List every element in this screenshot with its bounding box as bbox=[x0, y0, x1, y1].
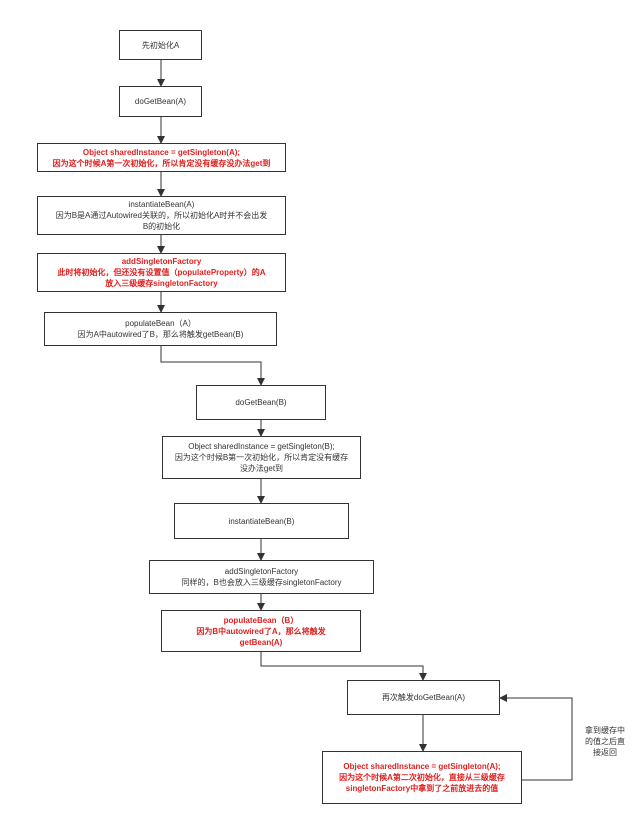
node-populatebean-a-line-1: populateBean（A） bbox=[125, 319, 196, 328]
node-dogetbean-b: doGetBean(B) bbox=[196, 385, 326, 420]
node-dogetbean-a-line-1: doGetBean(A) bbox=[134, 97, 187, 106]
node-populatebean-b: populateBean（B） 因为B中autowired了A，那么将触发 ge… bbox=[161, 610, 361, 652]
node-addsingletonfactory-b: addSingletonFactory 同样的，B也会放入三级缓存singlet… bbox=[149, 560, 374, 594]
node-addsingletonfactory-b-line-1: addSingletonFactory bbox=[224, 567, 299, 576]
node-dogetbean-a: doGetBean(A) bbox=[119, 86, 202, 117]
node-init-a: 先初始化A bbox=[119, 30, 202, 60]
node-getsingleton-a-line-2: 因为这个时候A第一次初始化，所以肯定没有缓存没办法get到 bbox=[52, 158, 271, 168]
node-instantiatebean-b-line-1: instantiateBean(B) bbox=[228, 516, 295, 526]
node-populatebean-b-line-2: 因为B中autowired了A，那么将触发 bbox=[196, 626, 326, 636]
node-addsingletonfactory-a-line-1: addSingletonFactory bbox=[121, 257, 202, 266]
node-getsingleton-b-line-3: 没办法get到 bbox=[239, 464, 284, 473]
node-instantiatebean-b: instantiateBean(B) bbox=[174, 503, 349, 539]
arrow-11-12 bbox=[260, 652, 427, 681]
node-instantiatebean-a-line-1: instantiateBean(A) bbox=[128, 200, 195, 209]
node-addsingletonfactory-a-line-2: 此时将初始化，但还没有设置值（populateProperty）的A bbox=[57, 268, 266, 277]
node-getsingleton-b-line-1: Object sharedInstance = getSingleton(B); bbox=[188, 442, 335, 451]
node-addsingletonfactory-a: addSingletonFactory 此时将初始化，但还没有设置值（popul… bbox=[37, 253, 286, 292]
node-getsingleton-b-line-2: 因为这个时候B第一次初始化，所以肯定没有缓存 bbox=[174, 453, 349, 462]
node-populatebean-a-line-2: 因为A中autowired了B，那么将触发getBean(B) bbox=[77, 330, 244, 339]
node-populatebean-b-line-1: populateBean（B） bbox=[223, 615, 299, 625]
node-populatebean-a: populateBean（A） 因为A中autowired了B，那么将触发get… bbox=[44, 312, 277, 346]
node-instantiatebean-a-line-3: B的初始化 bbox=[142, 222, 181, 231]
node-instantiatebean-a: instantiateBean(A) 因为B是A通过Autowired关联的，所… bbox=[37, 196, 286, 235]
return-note-line-2: 的值之后直 bbox=[585, 737, 625, 746]
node-getsingleton-a-again-line-3: singletonFactory中拿到了之前放进去的值 bbox=[345, 784, 499, 793]
node-instantiatebean-a-line-2: 因为B是A通过Autowired关联的，所以初始化A时并不会出发 bbox=[55, 211, 268, 220]
node-dogetbean-a-again: 再次触发doGetBean(A) bbox=[347, 680, 500, 715]
node-addsingletonfactory-b-line-2: 同样的，B也会放入三级缓存singletonFactory bbox=[181, 578, 342, 587]
node-dogetbean-b-line-1: doGetBean(B) bbox=[235, 398, 287, 407]
return-note: 拿到缓存中 的值之后直 接返回 bbox=[578, 725, 632, 758]
node-getsingleton-a: Object sharedInstance = getSingleton(A);… bbox=[37, 143, 286, 172]
node-dogetbean-a-again-line-1: 再次触发doGetBean(A) bbox=[381, 693, 466, 702]
node-init-a-line-1: 先初始化A bbox=[141, 40, 180, 50]
node-populatebean-b-line-3: getBean(A) bbox=[239, 637, 283, 647]
node-getsingleton-b: Object sharedInstance = getSingleton(B);… bbox=[162, 436, 361, 479]
node-getsingleton-a-again: Object sharedInstance = getSingleton(A);… bbox=[322, 751, 522, 804]
return-note-line-1: 拿到缓存中 bbox=[585, 726, 625, 735]
node-getsingleton-a-line-1: Object sharedInstance = getSingleton(A); bbox=[82, 147, 241, 157]
return-arrow bbox=[499, 694, 573, 781]
node-getsingleton-a-again-line-1: Object sharedInstance = getSingleton(A); bbox=[343, 762, 501, 771]
node-addsingletonfactory-a-line-3: 放入三级缓存singletonFactory bbox=[105, 279, 218, 288]
node-getsingleton-a-again-line-2: 因为这个时候A第二次初始化，直接从三级缓存 bbox=[339, 773, 505, 782]
return-note-line-3: 接返回 bbox=[593, 748, 617, 757]
arrow-6-7 bbox=[160, 346, 265, 386]
